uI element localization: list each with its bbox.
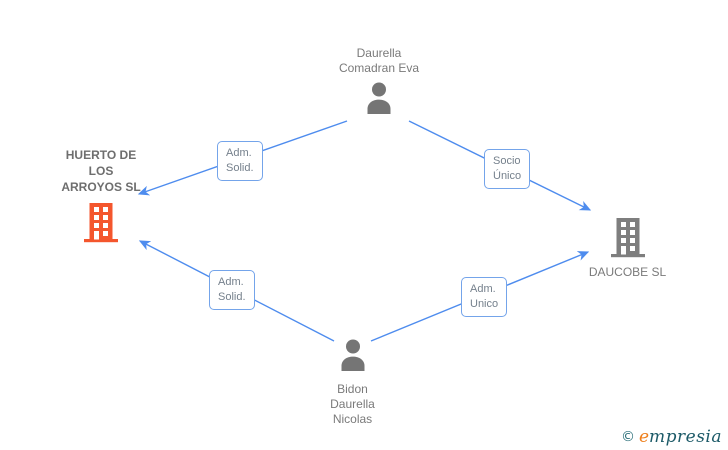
empresia-logo[interactable]: © empresia — [621, 428, 722, 446]
company-name-label: HUERTO DE LOS ARROYOS SL — [61, 148, 141, 194]
edge-label-adm-solid-bottom: Adm. Solid. — [209, 270, 255, 310]
person-icon — [339, 339, 367, 376]
edge-label-socio-unico: Socio Único — [484, 149, 531, 189]
node-company-daucobe-sl[interactable]: DAUCOBE SL — [560, 218, 695, 280]
building-icon — [83, 203, 119, 248]
person-name-label: Bidon Daurella Nicolas — [330, 382, 375, 426]
building-icon — [610, 218, 646, 263]
copyright-icon: © — [620, 429, 635, 445]
node-person-bidon-daurella-nicolas[interactable]: Bidon Daurella Nicolas — [285, 339, 420, 427]
person-name-label: Daurella Comadran Eva — [338, 46, 420, 75]
edge-label-adm-unico: Adm. Unico — [461, 277, 508, 317]
edge-label-adm-solid-top: Adm. Solid. — [217, 141, 263, 181]
node-person-daurella-comadran-eva[interactable]: Daurella Comadran Eva — [300, 46, 458, 119]
node-company-huerto-de-los-arroyos-sl[interactable]: HUERTO DE LOS ARROYOS SL — [31, 147, 171, 248]
person-icon — [365, 82, 393, 119]
empresia-wordmark: empresia — [638, 427, 722, 447]
company-name-label: DAUCOBE SL — [588, 265, 667, 279]
